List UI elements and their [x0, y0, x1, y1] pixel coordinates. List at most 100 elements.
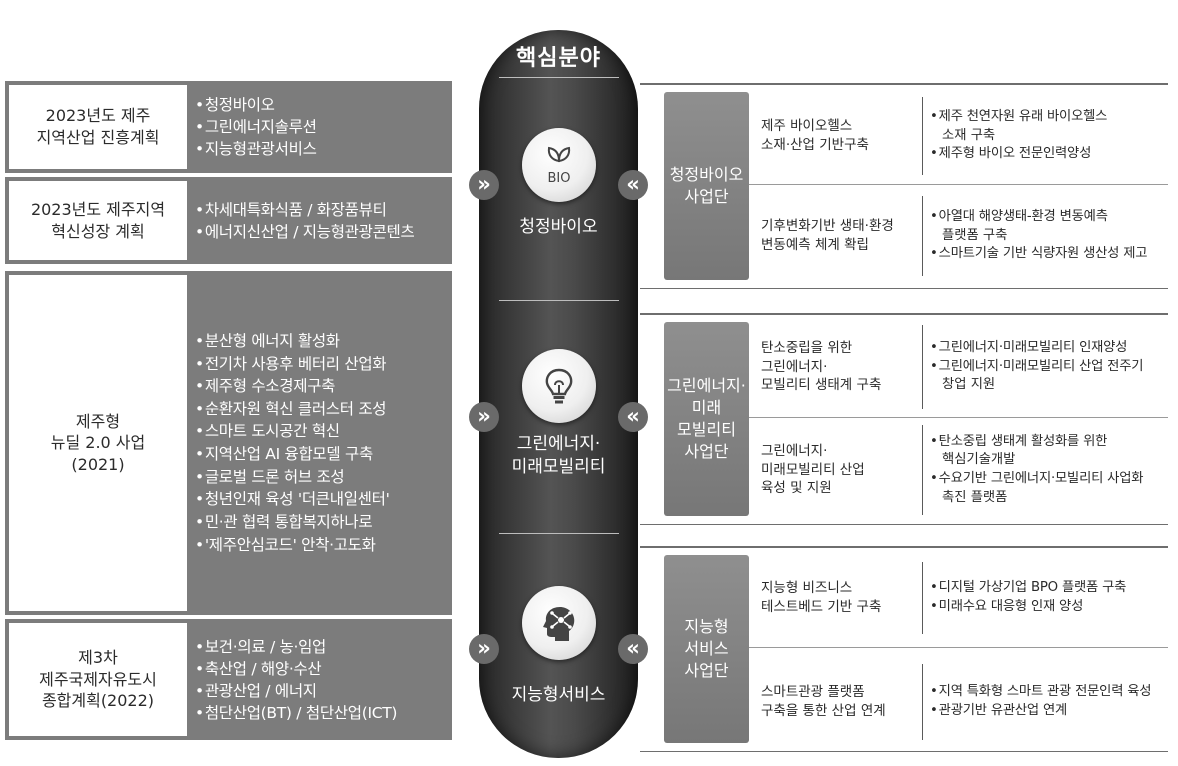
- detail-item: 제주형 바이오 전문인력양성: [930, 145, 1166, 164]
- core-area-label: 그린에너지· 미래모빌리티: [479, 433, 638, 480]
- band-divider: [724, 184, 1168, 185]
- detail-item: 스마트기술 기반 식량자원 생산성 제고: [930, 245, 1166, 264]
- plan-items: 보건·의료 / 농·임업 축산업 / 해양·수산 관광산업 / 에너지 첨단산업…: [195, 619, 446, 740]
- task-separator: [922, 664, 923, 740]
- detail-item-cont: 촉진 플랫폼: [942, 489, 1008, 505]
- task-item: 스마트관광 플랫폼 구축을 통한 산업 연계: [761, 664, 916, 740]
- task-item: 제주 바이오헬스 소재·산업 기반구축: [761, 101, 916, 171]
- band-top-rule: [640, 83, 1168, 85]
- group-band-ai: 지능형 서비스 사업단 지능형 비즈니스 테스트베드 기반 구축 디지털 가상기…: [640, 546, 1168, 752]
- group-box-ai: 지능형 서비스 사업단: [664, 555, 749, 743]
- task-line: 소재·산업 기반구축: [761, 137, 869, 153]
- plan-row-free-city: 제3차 제주국제자유도시 종합계획(2022) 보건·의료 / 농·임업 축산업…: [5, 619, 452, 740]
- band-top-rule: [640, 313, 1168, 315]
- task-details: 아열대 해양생태-환경 변동예측 플랫폼 구축 스마트기술 기반 식량자원 생산…: [930, 196, 1166, 276]
- plan-item: 전기차 사용후 베터리 산업화: [195, 353, 446, 376]
- plan-title: 2023년도 제주지역 혁신성장 계획: [9, 181, 187, 260]
- detail-item: 제주 천연자원 유래 바이오헬스: [930, 108, 1166, 127]
- task-line: 테스트베드 기반 구축: [761, 599, 882, 615]
- plan-title-line: 뉴딜 2.0 사업: [50, 433, 146, 453]
- task-line: 스마트관광 플랫폼: [761, 684, 865, 701]
- plan-item: 청년인재 육성 '더큰내일센터': [195, 488, 446, 511]
- detail-item: 그린에너지·미래모빌리티 인재양성: [930, 339, 1166, 358]
- task-item: 지능형 비즈니스 테스트베드 기반 구축: [761, 562, 916, 634]
- group-box-energy: 그린에너지· 미래 모빌리티 사업단: [664, 322, 749, 516]
- group-box-bio: 청정바이오 사업단: [664, 92, 749, 280]
- plan-title-line: 2023년도 제주: [45, 106, 151, 126]
- plan-item: 청정바이오: [195, 94, 446, 116]
- plan-items: 청정바이오 그린에너지솔루션 지능형관광서비스: [195, 81, 446, 173]
- task-line: 육성 및 지원: [761, 480, 832, 497]
- chevron-out-icon: «: [618, 402, 648, 432]
- pillar-title-rule: [499, 77, 619, 78]
- group-line: 그린에너지·: [667, 375, 746, 395]
- plan-title-line: 제주국제자유도시: [39, 669, 157, 689]
- plan-title-line: 2023년도 제주지역: [30, 199, 166, 219]
- group-band-energy: 그린에너지· 미래 모빌리티 사업단 탄소중립을 위한 그린에너지· 모빌리티 …: [640, 313, 1168, 525]
- chevron-out-icon: «: [618, 170, 648, 200]
- detail-item: 탄소중립 생태계 활성화를 위한: [930, 433, 1166, 452]
- task-line: 탄소중립을 위한: [761, 339, 853, 356]
- detail-item: 지역 특화형 스마트 관광 전문인력 육성: [930, 683, 1166, 702]
- bio-node: BIO: [522, 128, 596, 202]
- band-bottom-rule: [640, 288, 1168, 289]
- detail-item: 관광기반 유관산업 연계: [930, 702, 1166, 721]
- task-line: 지능형 비즈니스: [761, 580, 853, 597]
- plan-item: 첨단산업(BT) / 첨단산업(ICT): [195, 702, 446, 724]
- plan-title: 2023년도 제주 지역산업 진흥계획: [9, 85, 187, 169]
- core-area-line: 그린에너지·: [516, 434, 601, 454]
- plan-item: 에너지신산업 / 지능형관광콘텐츠: [195, 221, 446, 243]
- detail-item: 아열대 해양생태-환경 변동예측: [930, 208, 1166, 227]
- detail-item-cont: 창업 지원: [942, 377, 996, 393]
- plan-title-line: 종합계획(2022): [41, 691, 155, 711]
- plan-item: 제주형 수소경제구축: [195, 375, 446, 398]
- plan-item: 스마트 도시공간 혁신: [195, 420, 446, 443]
- task-separator: [922, 196, 923, 276]
- group-line: 모빌리티: [677, 420, 736, 439]
- detail-item-cont: 플랫폼 구축: [942, 227, 1008, 243]
- core-area-label: 지능형서비스: [479, 684, 638, 707]
- leaf-bio-icon: BIO: [548, 146, 571, 186]
- detail-item-cont: 핵심기술개발: [942, 452, 1016, 468]
- group-line: 사업단: [684, 187, 729, 206]
- task-separator: [922, 562, 923, 634]
- plan-item: 관광산업 / 에너지: [195, 680, 446, 702]
- task-line: 모빌리티 생태계 구축: [761, 377, 882, 394]
- plan-row-innovation-growth: 2023년도 제주지역 혁신성장 계획 차세대특화식품 / 화장품뷰티 에너지신…: [5, 177, 452, 264]
- plan-item: 보건·의료 / 농·임업: [195, 636, 446, 658]
- band-divider: [724, 647, 1168, 648]
- plan-title-line: 제주형: [75, 411, 121, 431]
- plan-row-new-deal: 제주형 뉴딜 2.0 사업 (2021) 분산형 에너지 활성화 전기차 사용후…: [5, 271, 452, 615]
- task-details: 제주 천연자원 유래 바이오헬스 소재 구축 제주형 바이오 전문인력양성: [930, 97, 1166, 175]
- task-details: 지역 특화형 스마트 관광 전문인력 육성 관광기반 유관산업 연계: [930, 664, 1166, 740]
- ai-head-icon: [543, 607, 575, 641]
- task-line: 구축을 통한 산업 연계: [761, 703, 886, 719]
- band-bottom-rule: [640, 751, 1168, 752]
- task-separator: [922, 97, 923, 175]
- task-item: 탄소중립을 위한 그린에너지· 모빌리티 생태계 구축: [761, 325, 916, 409]
- core-area-line: 청정바이오: [519, 217, 598, 237]
- chevron-in-icon: »: [469, 402, 499, 432]
- plan-title-line: (2021): [71, 454, 125, 474]
- task-line: 제주 바이오헬스: [761, 118, 853, 135]
- plan-items: 차세대특화식품 / 화장품뷰티 에너지신산업 / 지능형관광콘텐츠: [195, 177, 446, 264]
- plan-item: 순환자원 혁신 클러스터 조성: [195, 398, 446, 421]
- plan-item: 그린에너지솔루션: [195, 116, 446, 138]
- group-band-bio: 청정바이오 사업단 제주 바이오헬스 소재·산업 기반구축 제주 천연자원 유래…: [640, 83, 1168, 289]
- ai-node: [522, 586, 596, 660]
- core-area-line: 미래모빌리티: [511, 457, 606, 478]
- task-details: 탄소중립 생태계 활성화를 위한 핵심기술개발 수요기반 그린에너지·모빌리티 …: [930, 423, 1166, 517]
- plan-items: 분산형 에너지 활성화 전기차 사용후 베터리 산업화 제주형 수소경제구축 순…: [195, 271, 446, 615]
- task-line: 변동예측 체계 확립: [761, 237, 869, 253]
- detail-item-cont: 소재 구축: [942, 127, 996, 143]
- chevron-out-icon: «: [618, 634, 648, 664]
- task-item: 기후변화기반 생태·환경 변동예측 체계 확립: [761, 198, 916, 274]
- core-area-line: 지능형서비스: [511, 685, 606, 705]
- detail-item: 수요기반 그린에너지·모빌리티 사업화: [930, 470, 1166, 489]
- plan-title-line: 지역산업 진흥계획: [36, 128, 160, 147]
- group-line: 미래: [691, 397, 722, 417]
- group-line: 사업단: [684, 442, 729, 462]
- plan-title: 제3차 제주국제자유도시 종합계획(2022): [9, 623, 187, 736]
- detail-item: 미래수요 대응형 인재 양성: [930, 598, 1166, 617]
- plan-item: 차세대특화식품 / 화장품뷰티: [195, 199, 446, 221]
